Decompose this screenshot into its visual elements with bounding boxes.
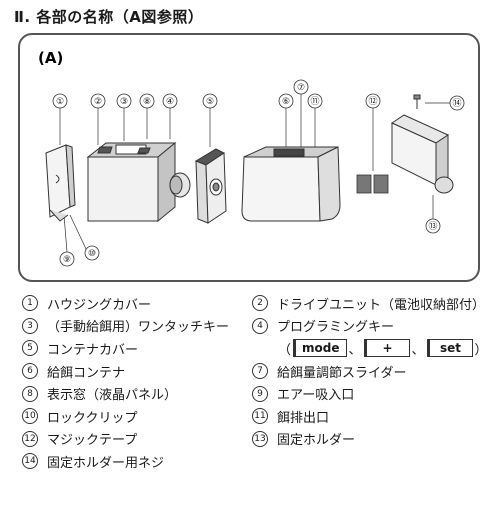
callout-5: ⑤ bbox=[206, 97, 214, 107]
part-label: （手動給餌用）ワンタッチキー bbox=[47, 320, 230, 336]
callout-11: ⑪ bbox=[310, 96, 319, 107]
part-number: 13 bbox=[252, 430, 268, 447]
part-item: 3 （手動給餌用）ワンタッチキー bbox=[22, 315, 229, 338]
part-label: マジックテープ bbox=[47, 433, 138, 449]
part-item: 10 ロッククリップ bbox=[22, 405, 229, 428]
part-item: 6 給餌コンテナ bbox=[22, 360, 229, 383]
figure-a: ① ② ③ ⑧ ④ ⑤ ⑥ ⑦ ⑪ ⑫ ⑭ ⑬ ⑨ ⑩ bbox=[18, 33, 480, 282]
fixing-holder-drawing bbox=[390, 94, 454, 194]
part-label: 給餌量調節スライダー bbox=[277, 365, 407, 381]
part-label: ロッククリップ bbox=[47, 410, 138, 426]
part-label: ハウジングカバー bbox=[47, 297, 152, 313]
part-item: 4 プログラミングキー bbox=[252, 315, 488, 338]
part-number: 7 bbox=[252, 363, 268, 380]
part-item: 7 給餌量調節スライダー bbox=[252, 360, 488, 383]
figure-label: (A) bbox=[38, 49, 63, 67]
part-label: 餌排出口 bbox=[277, 410, 330, 426]
key-separator: 、 bbox=[411, 342, 425, 358]
part-label: コンテナカバー bbox=[47, 342, 139, 358]
leader-lines bbox=[59, 94, 450, 253]
key-separator: 、 bbox=[348, 342, 362, 358]
part-item: 2 ドライブユニット（電池収納部付） bbox=[252, 292, 488, 315]
paren-open: （ bbox=[278, 342, 292, 358]
part-label: 固定ホルダー用ネジ bbox=[47, 455, 165, 471]
parts-list: 1 ハウジングカバー 3 （手動給餌用）ワンタッチキー 5 コンテナカバー 6 給餌コン… bbox=[22, 292, 492, 502]
part-label: 固定ホルダー bbox=[277, 433, 356, 449]
callout-7: ⑦ bbox=[297, 83, 305, 93]
mode-key: mode bbox=[293, 339, 347, 358]
part-item: 11 餌排出口 bbox=[252, 405, 488, 428]
callout-1: ① bbox=[56, 97, 64, 107]
section-heading: Ⅱ. 各部の名称（A図参照） bbox=[14, 8, 204, 26]
callout-3: ③ bbox=[120, 97, 128, 107]
part-item: 8 表示窓（液晶パネル） bbox=[22, 382, 229, 405]
part-number: 8 bbox=[22, 385, 38, 402]
callout-14: ⑭ bbox=[452, 98, 461, 109]
part-label: エアー吸入口 bbox=[277, 388, 355, 404]
parts-list-left: 1 ハウジングカバー 3 （手動給餌用）ワンタッチキー 5 コンテナカバー 6 給餌コン… bbox=[22, 292, 229, 473]
part-item: 14 固定ホルダー用ネジ bbox=[22, 450, 229, 473]
callout-2: ② bbox=[94, 97, 102, 107]
callout-6: ⑥ bbox=[282, 97, 290, 107]
drive-unit-drawing bbox=[86, 141, 191, 223]
callout-13: ⑬ bbox=[428, 221, 437, 232]
part-number: 14 bbox=[22, 453, 38, 470]
parts-diagram: ① ② ③ ⑧ ④ ⑤ ⑥ ⑦ ⑪ ⑫ ⑭ ⑬ ⑨ ⑩ bbox=[38, 49, 465, 267]
part-number: 10 bbox=[22, 408, 38, 425]
part-label: ドライブユニット（電池収納部付） bbox=[277, 297, 486, 313]
part-label: 給餌コンテナ bbox=[47, 365, 126, 381]
callout-8: ⑧ bbox=[143, 97, 151, 107]
part-item: 1 ハウジングカバー bbox=[22, 292, 229, 315]
set-key: set bbox=[426, 339, 473, 358]
part-number: 12 bbox=[22, 430, 38, 447]
part-number: 5 bbox=[22, 340, 38, 357]
programming-keys-row: （ mode 、 + 、 set ） bbox=[252, 337, 488, 360]
part-label: 表示窓（液晶パネル） bbox=[47, 388, 178, 404]
callout-10: ⑩ bbox=[88, 249, 96, 259]
callout-12: ⑫ bbox=[368, 96, 377, 107]
part-item: 12 マジックテープ bbox=[22, 428, 229, 451]
housing-cover-drawing bbox=[45, 144, 76, 222]
part-number: 4 bbox=[252, 317, 268, 334]
part-number: 6 bbox=[22, 363, 38, 380]
part-number: 2 bbox=[252, 295, 268, 312]
callout-4: ④ bbox=[166, 97, 174, 107]
part-number: 9 bbox=[252, 385, 268, 402]
part-number: 1 bbox=[22, 295, 38, 312]
plus-key: + bbox=[363, 339, 410, 358]
part-number: 3 bbox=[22, 317, 38, 334]
part-item: 9 エアー吸入口 bbox=[252, 382, 488, 405]
part-item: 13 固定ホルダー bbox=[252, 428, 488, 451]
part-label: プログラミングキー bbox=[277, 320, 395, 336]
parts-list-right: 2 ドライブユニット（電池収納部付） 4 プログラミングキー （ mode 、 + … bbox=[252, 292, 488, 450]
paren-close: ） bbox=[474, 342, 488, 358]
magic-tape-drawing bbox=[356, 174, 389, 194]
container-cover-drawing bbox=[194, 148, 227, 224]
part-number: 11 bbox=[252, 408, 268, 425]
feed-container-drawing bbox=[241, 146, 341, 222]
part-item: 5 コンテナカバー bbox=[22, 337, 229, 360]
callout-9: ⑨ bbox=[63, 255, 71, 265]
